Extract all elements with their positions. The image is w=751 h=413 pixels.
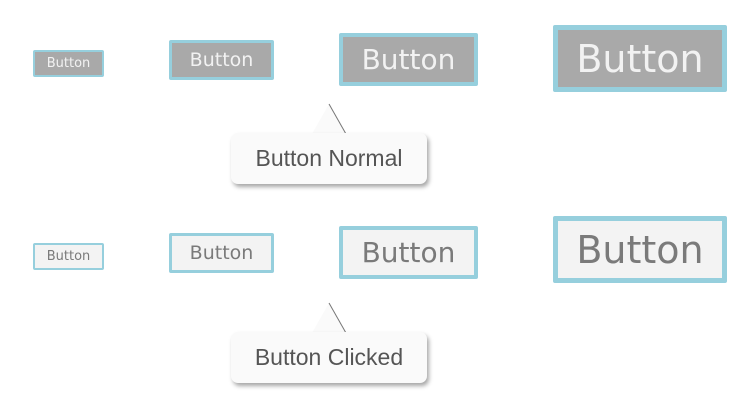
button-normal-medium[interactable]: Button [169,40,274,80]
button-clicked-large[interactable]: Button [339,226,478,279]
button-clicked-medium[interactable]: Button [169,233,274,273]
button-clicked-xlarge[interactable]: Button [553,216,727,283]
callout-normal-tail-edge [328,103,347,135]
button-normal-large[interactable]: Button [339,33,478,86]
callout-clicked-tail [312,303,346,333]
button-normal-small[interactable]: Button [33,50,104,77]
callout-normal-tail [312,104,346,134]
callout-normal: Button Normal [231,133,427,184]
callout-clicked-tail-edge [328,302,347,334]
callout-clicked: Button Clicked [231,332,427,383]
button-normal-xlarge[interactable]: Button [553,25,727,92]
button-clicked-small[interactable]: Button [33,243,104,270]
